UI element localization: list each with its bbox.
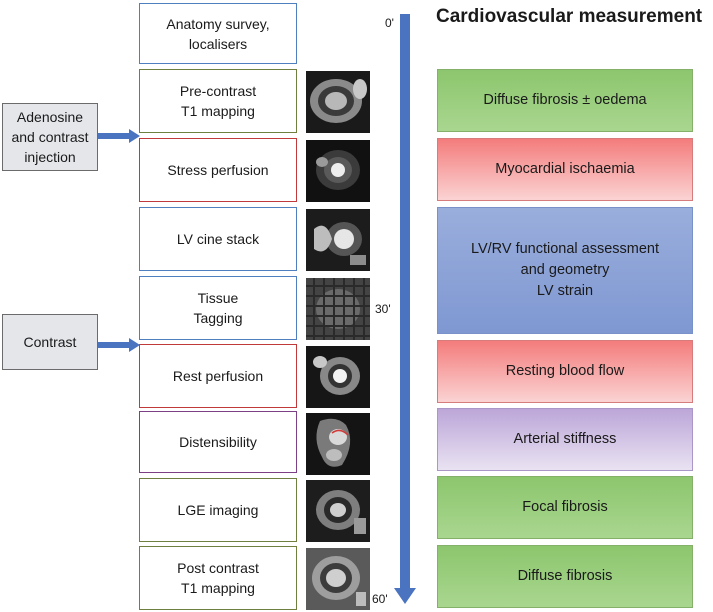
lge-thumbnail [306, 480, 370, 542]
tagging-thumbnail [306, 278, 370, 340]
measure-focal-fibrosis: Focal fibrosis [437, 476, 693, 539]
measure-myocardial-ischaemia: Myocardial ischaemia [437, 138, 693, 201]
timeline-end-label: 60' [372, 592, 388, 606]
step-lv-cine-stack: LV cine stack [139, 207, 297, 271]
t1-map-thumbnail [306, 71, 370, 133]
step-post-contrast-t1: Post contrast T1 mapping [139, 546, 297, 610]
distensibility-thumbnail [306, 413, 370, 475]
timeline-mid-label: 30' [375, 302, 391, 316]
stress-perfusion-thumbnail [306, 140, 370, 202]
intervention-contrast: Contrast [2, 314, 98, 370]
step-stress-perfusion: Stress perfusion [139, 138, 297, 202]
measure-resting-blood-flow: Resting blood flow [437, 340, 693, 403]
lv-cine-thumbnail [306, 209, 370, 271]
measure-diffuse-fibrosis-oedema: Diffuse fibrosis ± oedema [437, 69, 693, 132]
adenosine-arrow [98, 129, 140, 143]
timeline-start-label: 0' [385, 16, 394, 30]
step-tissue-tagging: Tissue Tagging [139, 276, 297, 340]
measure-arterial-stiffness: Arterial stiffness [437, 408, 693, 471]
intervention-adenosine-contrast: Adenosine and contrast injection [2, 103, 98, 171]
step-anatomy-survey: Anatomy survey, localisers [139, 3, 297, 64]
measure-lv-rv-function: LV/RV functional assessment and geometry… [437, 207, 693, 334]
step-lge-imaging: LGE imaging [139, 478, 297, 542]
contrast-arrow [98, 338, 140, 352]
post-contrast-t1-thumbnail [306, 548, 370, 610]
diagram-title: Cardiovascular measurement [436, 6, 703, 27]
timeline-arrow [394, 14, 416, 604]
step-distensibility: Distensibility [139, 411, 297, 473]
step-pre-contrast-t1: Pre-contrast T1 mapping [139, 69, 297, 133]
measure-diffuse-fibrosis: Diffuse fibrosis [437, 545, 693, 608]
step-rest-perfusion: Rest perfusion [139, 344, 297, 408]
rest-perfusion-thumbnail [306, 346, 370, 408]
